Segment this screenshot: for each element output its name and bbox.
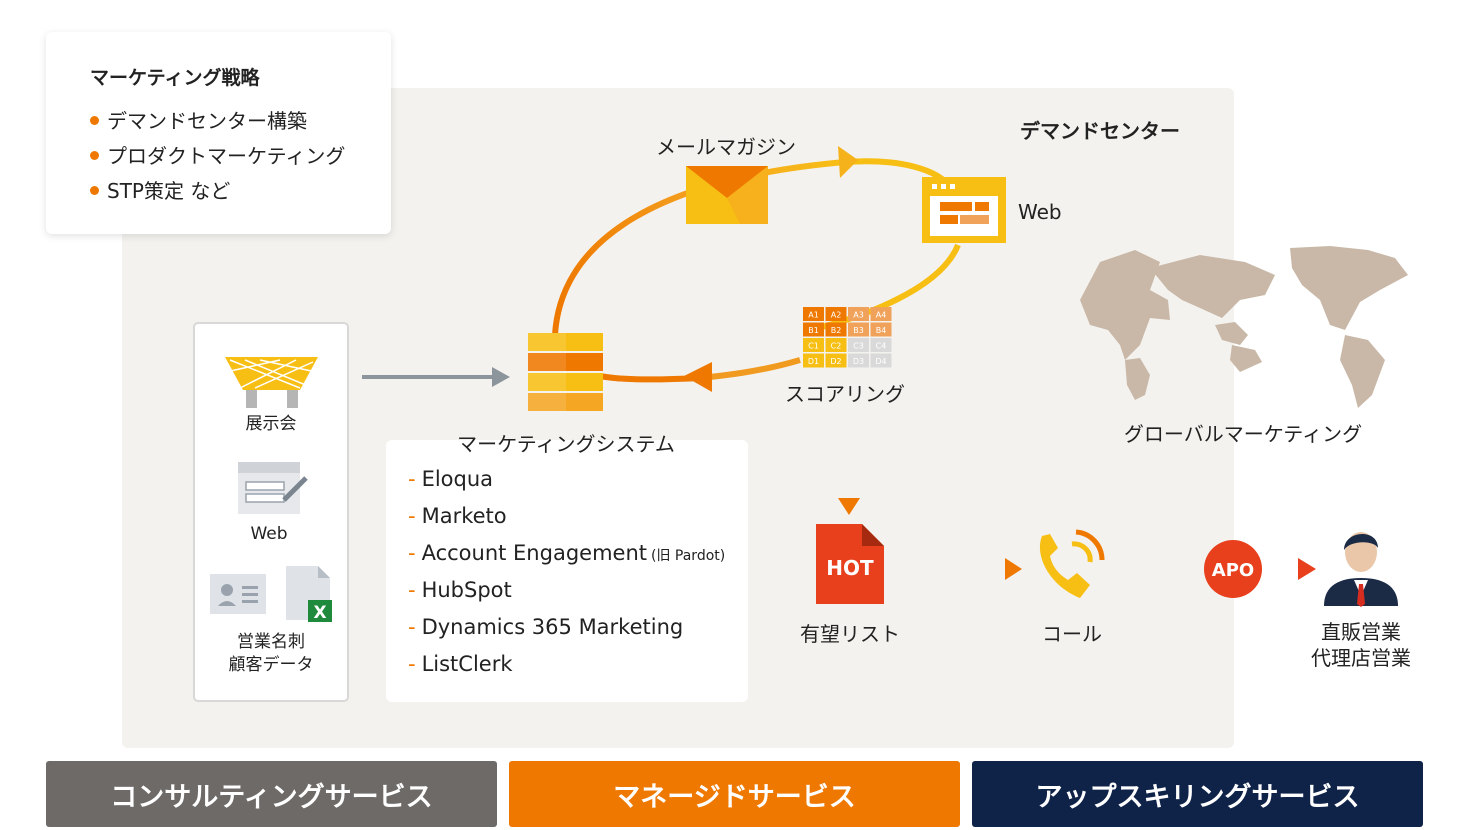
score-cell-label: D4 (875, 357, 886, 366)
web-form-icon (238, 462, 308, 514)
score-cell-label: D3 (853, 357, 864, 366)
sources-to-system-arrow (362, 367, 510, 387)
managed-service-bar: マネージドサービス (509, 761, 960, 827)
score-cell-label: D2 (830, 357, 841, 366)
system-item: -Account Engagement(旧 Pardot) (408, 541, 726, 565)
strategy-title: マーケティング戦略 (90, 67, 260, 89)
score-cell-label: B1 (808, 326, 819, 335)
score-cell-label: C1 (808, 342, 819, 351)
bullet-icon (90, 116, 99, 125)
hot-document-icon: HOT (816, 524, 884, 604)
score-cell-label: D1 (808, 357, 819, 366)
scoring-to-hot-arrow (838, 412, 860, 515)
world-map-icon (1080, 246, 1408, 408)
score-cell-label: B3 (853, 326, 864, 335)
mail-magazine-label: メールマガジン (656, 135, 796, 159)
apo-badge-circle (1204, 540, 1262, 598)
score-cell (848, 307, 869, 321)
web-window-icon (922, 177, 1006, 243)
excel-file-icon: X (286, 566, 332, 623)
score-cell (848, 338, 869, 352)
system-item: -HubSpot (408, 578, 512, 602)
prospect-list-label: 有望リスト (800, 622, 900, 646)
score-cell (803, 307, 824, 321)
score-cell-label: C2 (831, 342, 842, 351)
marketing-system-label: マーケティングシステム (457, 432, 675, 456)
global-marketing-label: グローバルマーケティング (1123, 422, 1363, 446)
database-icon (528, 333, 603, 411)
ring-arrowhead-icon (838, 146, 858, 178)
score-cell-label: A1 (808, 311, 819, 320)
call-label: コール (1042, 622, 1102, 646)
system-item: -Eloqua (408, 467, 494, 491)
salesperson-icon (1324, 532, 1398, 607)
score-cell (825, 307, 847, 321)
score-cell (848, 322, 869, 337)
score-cell-label: A3 (853, 311, 864, 320)
apo-badge: APO (1212, 560, 1254, 581)
score-cell (870, 353, 892, 368)
business-card-icon (210, 574, 266, 614)
scoring-label: スコアリング (785, 382, 905, 406)
score-cell (825, 338, 847, 352)
bullet-icon (90, 186, 99, 195)
score-cell (803, 338, 824, 352)
upskilling-service-bar: アップスキリングサービス (972, 761, 1423, 827)
score-cell (870, 322, 892, 337)
score-cell (825, 353, 847, 368)
svg-text:X: X (313, 603, 326, 623)
score-cell (825, 322, 847, 337)
sales-label-line1: 直販営業 (1321, 620, 1401, 644)
exhibition-booth-icon (225, 357, 318, 408)
system-item: -ListClerk (408, 652, 513, 676)
marketing-strategy-card (46, 32, 391, 234)
cards-label-line2: 顧客データ (228, 655, 314, 675)
score-cell-label: C3 (853, 342, 864, 351)
demand-center-title: デマンドセンター (1020, 119, 1180, 143)
strategy-item: プロダクトマーケティング (90, 140, 345, 169)
mail-envelope-icon (686, 166, 768, 224)
score-cell (848, 353, 869, 368)
strategy-item: デマンドセンター構築 (90, 105, 307, 134)
score-cell-label: B4 (876, 326, 887, 335)
system-item: -Dynamics 365 Marketing (408, 615, 684, 639)
consulting-service-bar: コンサルティングサービス (46, 761, 497, 827)
score-cell-label: C4 (876, 342, 887, 351)
sales-label-line2: 代理店営業 (1311, 646, 1411, 670)
score-cell (803, 322, 824, 337)
web-source-label: Web (250, 524, 288, 544)
score-cell (803, 353, 824, 368)
system-item: -Marketo (408, 504, 507, 528)
hot-to-call-arrow (900, 558, 1022, 580)
score-cell (870, 338, 892, 352)
bullet-icon (90, 151, 99, 160)
score-cell-label: A4 (876, 311, 887, 320)
score-cell (870, 307, 892, 321)
marketing-systems-list (386, 440, 748, 702)
strategy-item: STP策定 など (90, 175, 230, 204)
score-cell-label: B2 (831, 326, 842, 335)
ring-arrowhead-icon (684, 362, 712, 392)
score-cell-label: A2 (831, 311, 842, 320)
hot-badge: HOT (826, 556, 874, 580)
phone-call-icon (1039, 529, 1105, 598)
cards-label-line1: 営業名刺 (237, 632, 305, 652)
web-label: Web (1018, 200, 1062, 224)
exhibition-label: 展示会 (245, 414, 297, 434)
call-to-sales-arrow: APO (1126, 540, 1316, 598)
